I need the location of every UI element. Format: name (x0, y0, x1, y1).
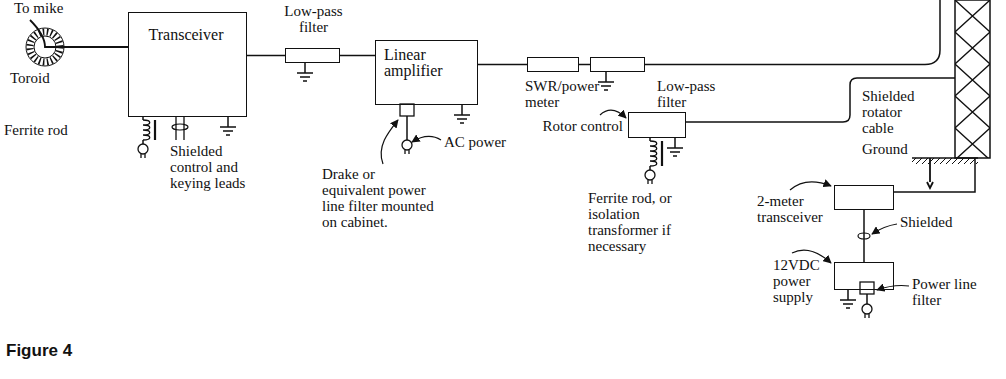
callout-arrow (600, 110, 626, 118)
equipment-box: 2-meter transceiver (834, 185, 894, 210)
plug-prongs (405, 150, 409, 154)
ac-cord (866, 294, 868, 300)
equipment-label: Linear amplifier (384, 47, 456, 79)
control-leads (176, 117, 184, 140)
coax-connector (478, 64, 527, 66)
ground-symbol (840, 290, 856, 308)
plug-prongs (141, 154, 145, 158)
callout-label: Shielded control and keying leads (170, 143, 250, 191)
equipment-label: Transceiver (129, 27, 243, 43)
ac-plug (862, 304, 872, 314)
equipment-box: SWR/power meter (527, 57, 579, 72)
callout-label: Toroid (10, 70, 80, 86)
ground-symbol (454, 105, 470, 123)
rotator-cable (686, 78, 955, 122)
callout-label: AC power (444, 134, 524, 150)
callout-label: Ferrite rod (4, 122, 84, 138)
power-line-filter (860, 282, 874, 294)
coax-feedline (645, 0, 940, 65)
ferrite-rod (661, 141, 663, 166)
equipment-box: 12VDC power supply (834, 262, 894, 290)
ac-cord (406, 116, 408, 136)
antenna-tower (955, 0, 990, 158)
ac-plug (138, 144, 148, 154)
equipment-label: Rotor control (535, 118, 623, 134)
ferrite-coil (143, 120, 150, 140)
callout-label: Drake or equivalent power line filter mo… (322, 166, 440, 230)
ferrite-rod (154, 120, 156, 140)
callout-label: Ferrite rod, or isolation transformer if… (588, 190, 680, 254)
equipment-label: 2-meter transceiver (757, 193, 831, 225)
ground-symbol (598, 72, 614, 90)
callout-label: To mike (14, 0, 104, 16)
coax-connector (247, 55, 285, 57)
equipment-label: Low-pass filter (657, 78, 727, 110)
equipment-label: SWR/power meter (525, 78, 607, 110)
callout-label: Shielded (900, 214, 960, 230)
callout-arrow (790, 182, 831, 190)
callout-arrow (412, 136, 441, 142)
ground-symbol (220, 117, 236, 135)
equipment-box: Low-pass filter (285, 48, 340, 63)
ground-symbol (667, 138, 683, 156)
plug-prongs (865, 314, 869, 318)
equipment-box: Rotor control (628, 112, 686, 138)
coax-connector (579, 64, 590, 66)
coax-connector (340, 55, 375, 57)
ferrite-coil (650, 141, 657, 166)
equipment-label: Low-pass filter (276, 3, 351, 35)
mike-cable (30, 20, 128, 47)
coax-connector (863, 210, 865, 262)
ac-plug (402, 140, 412, 150)
equipment-box: Transceiver (128, 12, 247, 117)
equipment-box: Low-pass filter (590, 57, 645, 72)
ac-plug (645, 170, 655, 180)
callout-arrow (872, 224, 897, 234)
callout-label: Power line filter (912, 276, 988, 308)
equipment-box: Linear amplifier (375, 40, 478, 105)
ground-symbol (297, 63, 313, 81)
power-line-filter (400, 104, 414, 116)
callout-label: Shielded rotator cable (862, 88, 927, 136)
equipment-label: 12VDC power supply (773, 257, 829, 305)
lead-shield (172, 124, 188, 130)
ground-rod (927, 158, 933, 188)
callout-arrow (381, 120, 398, 164)
callout-label: Figure 4 (6, 343, 126, 359)
earth-hatching (912, 158, 978, 164)
callout-label: Ground (862, 141, 912, 157)
plug-prongs (648, 180, 652, 184)
